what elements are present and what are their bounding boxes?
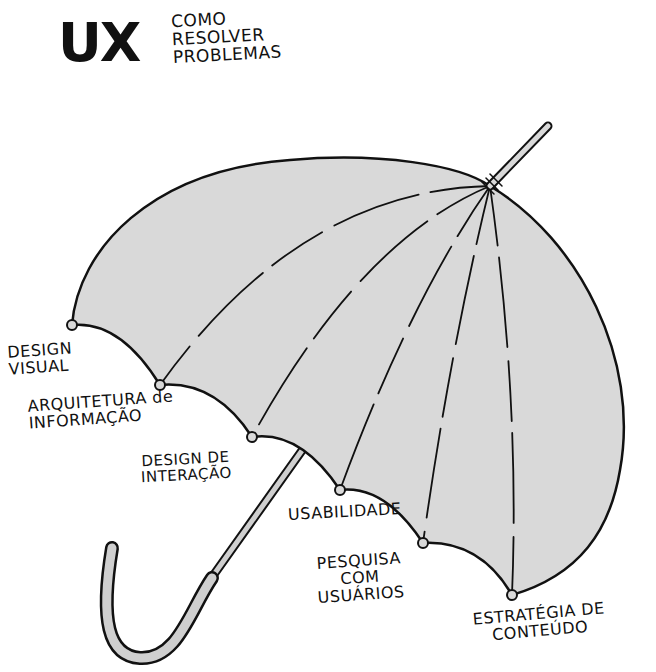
umbrella-label: PESQUISA COM USUÁRIOS — [298, 549, 421, 608]
umbrella-label: DESIGN VISUAL — [7, 339, 89, 378]
umbrella-canopy — [72, 158, 624, 595]
subtitle: COMO RESOLVER PROBLEMAS — [171, 7, 294, 67]
umbrella-label: DESIGN DE INTERAÇÃO — [129, 449, 242, 486]
umbrella-label: ESTRATÉGIA DE CONTEÚDO — [471, 600, 608, 645]
umbrella-hook-fill — [107, 548, 212, 658]
rib-tips — [67, 320, 517, 600]
spike-bands — [482, 174, 502, 194]
umbrella-spike — [490, 126, 548, 186]
umbrella-spike-fill — [490, 126, 548, 186]
umbrella-ribs — [160, 186, 514, 595]
title: UX — [58, 16, 139, 70]
umbrella-hook — [107, 548, 212, 658]
umbrella-label: ARQUITETURA de INFORMAÇÃO — [27, 385, 219, 432]
